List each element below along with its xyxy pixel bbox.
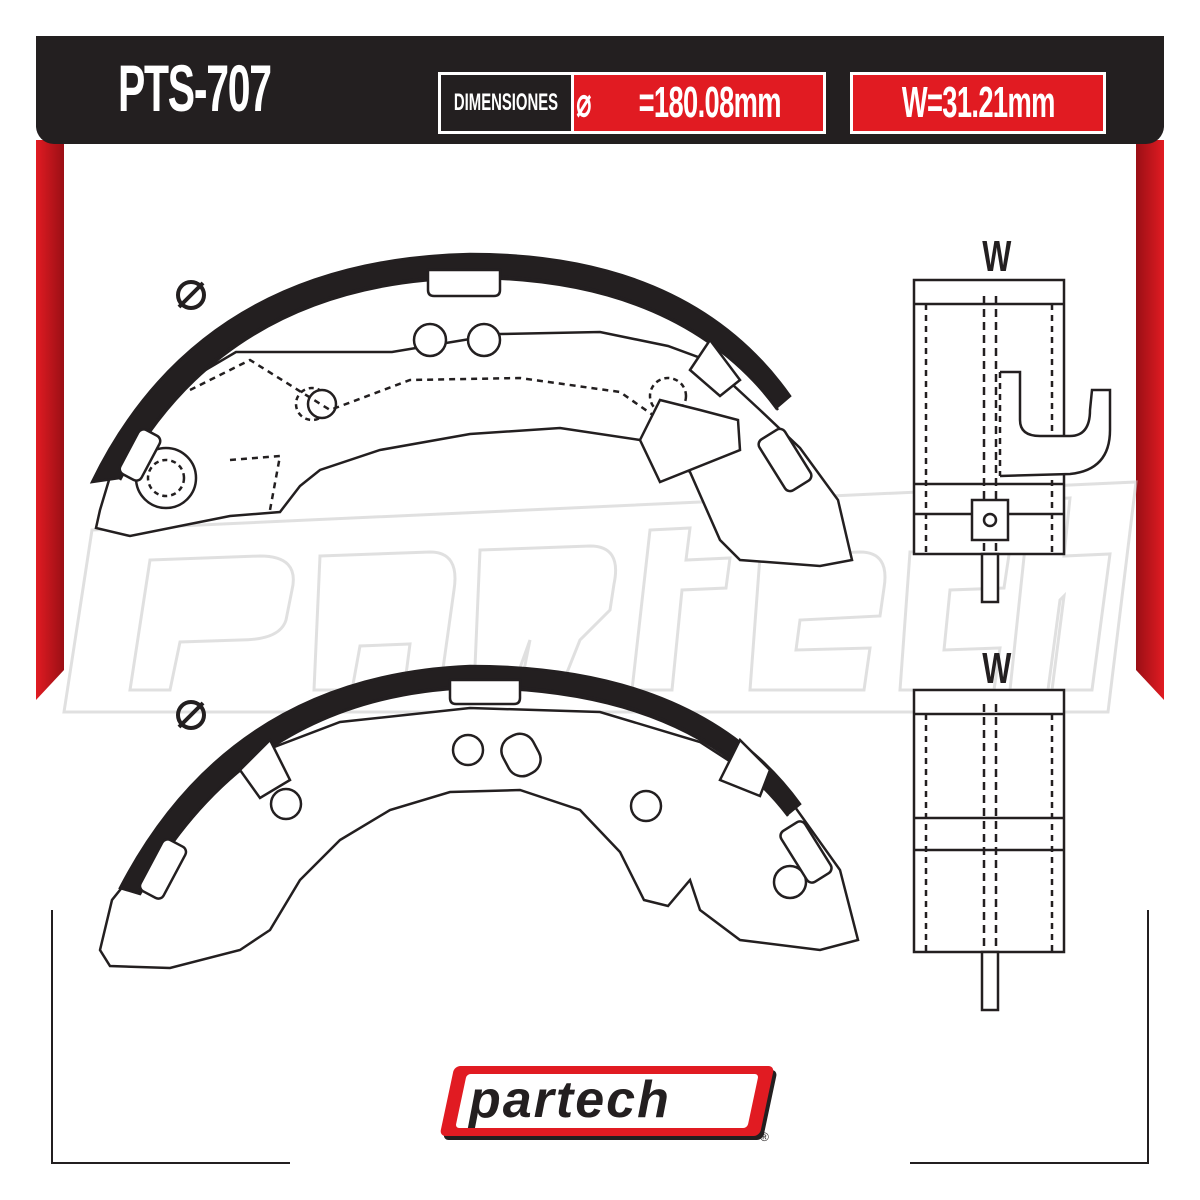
diameter-icon: ⌀	[576, 81, 592, 125]
bottom-brake-shoe	[98, 664, 860, 970]
top-width-label: W	[982, 232, 1012, 281]
top-brake-shoe	[89, 252, 854, 568]
diameter-icon	[176, 700, 206, 730]
diameter-value: ⌀=180.08mm	[571, 72, 826, 134]
logo-text: partech	[469, 1071, 671, 1129]
part-number: PTS-707	[118, 51, 272, 125]
header-bar: PTS-707 DIMENSIONES ⌀=180.08mm W=31.21mm	[36, 36, 1164, 144]
registered-mark: ®	[760, 1130, 769, 1144]
right-red-frame	[1136, 140, 1164, 700]
left-red-frame	[36, 140, 64, 700]
diameter-icon	[176, 280, 206, 310]
brand-logo: partech	[439, 1066, 775, 1136]
bottom-side-view	[912, 688, 1066, 1012]
bottom-width-label: W	[982, 644, 1012, 693]
dimensions-label: DIMENSIONES	[438, 72, 574, 134]
width-value: W=31.21mm	[850, 72, 1106, 134]
top-side-view	[912, 278, 1112, 604]
